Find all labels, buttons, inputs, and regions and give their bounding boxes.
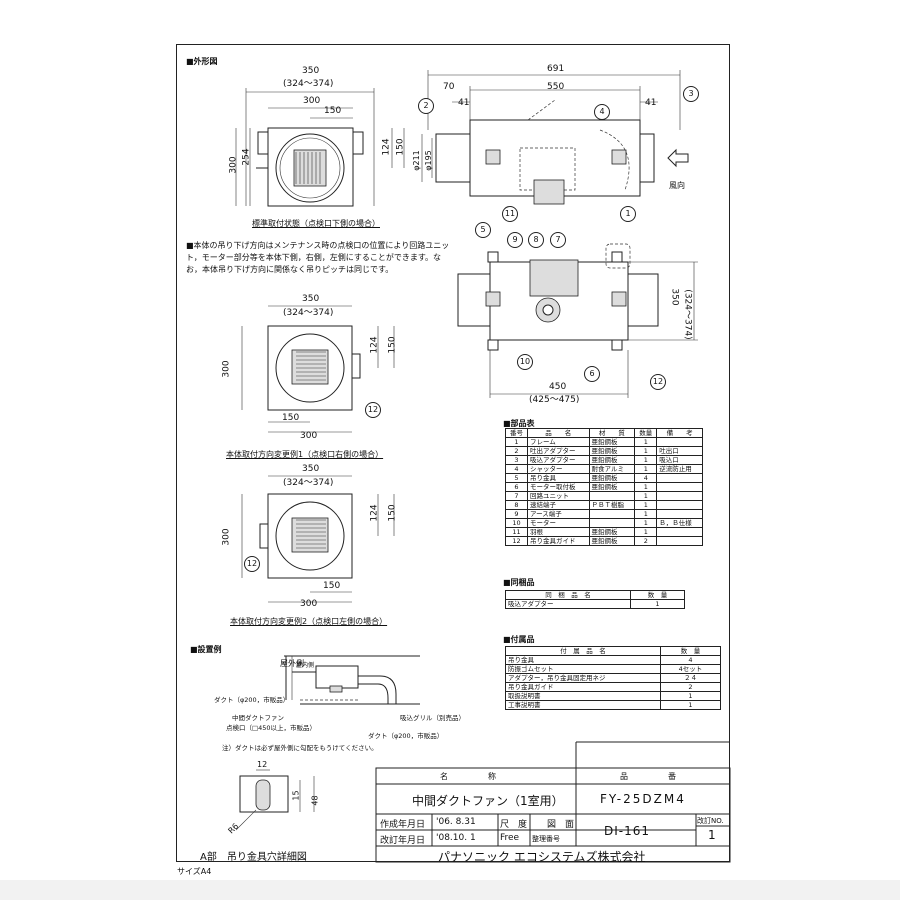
balloon-12-c1: 12 bbox=[365, 402, 381, 418]
balloon-11: 11 bbox=[502, 206, 518, 222]
dim-550: 550 bbox=[547, 82, 565, 92]
part-note bbox=[656, 536, 703, 546]
install-note: 注）ダクトは必ず屋外側に勾配をもうけてください。 bbox=[222, 744, 378, 752]
install-duct2: ダクト（φ200，市販品） bbox=[368, 732, 444, 740]
c1-dim-300h: 300 bbox=[300, 431, 318, 441]
c1-dim-350: 350 bbox=[302, 294, 320, 304]
balloon-8: 8 bbox=[528, 232, 544, 248]
install-grill: 吸込グリル（別売品） bbox=[400, 714, 465, 722]
install-fan: 中間ダクトファン bbox=[232, 714, 284, 722]
tb-drawing-label: 図 面 bbox=[547, 820, 575, 830]
c1-dim-range: (324～374) bbox=[283, 308, 334, 318]
tb-product-name: 中間ダクトファン（1室用） bbox=[412, 794, 564, 808]
balloon-7: 7 bbox=[550, 232, 566, 248]
bottom-strip bbox=[0, 880, 900, 900]
tb-revised-label: 改訂年月日 bbox=[380, 836, 426, 846]
install-outdoor: 屋外側 bbox=[280, 659, 304, 668]
dim-450-range: (425～475) bbox=[529, 395, 580, 405]
change1-caption: 本体取付方向変更例1（点検口右側の場合） bbox=[226, 450, 384, 459]
parts-header-row: 番号 品 名 材 質 数量 備 考 bbox=[505, 428, 703, 438]
tb-drawing-no: DI-161 bbox=[604, 824, 651, 838]
part-qty: 2 bbox=[634, 536, 658, 546]
balloon-9: 9 bbox=[507, 232, 523, 248]
install-heading: ■設置例 bbox=[190, 645, 222, 654]
part-number: 12 bbox=[505, 536, 528, 546]
tb-number-label: 品 番 bbox=[620, 772, 676, 781]
c2-dim-range: (324～374) bbox=[283, 478, 334, 488]
tb-product-number: FY-25DZM4 bbox=[600, 792, 686, 806]
tb-name-label: 名 称 bbox=[440, 772, 496, 781]
tb-rev-value: 1 bbox=[708, 828, 716, 842]
balloon-12-c2: 12 bbox=[244, 556, 260, 572]
balloon-1: 1 bbox=[620, 206, 636, 222]
tb-rev-label: 改訂NO. bbox=[697, 817, 724, 825]
c2-dim-350: 350 bbox=[302, 464, 320, 474]
dim-691: 691 bbox=[547, 64, 565, 74]
dim-41a: 41 bbox=[458, 98, 470, 108]
standard-caption: 標準取付状態（点検口下側の場合） bbox=[252, 219, 380, 228]
tb-register-label: 整理番号 bbox=[532, 835, 560, 843]
outline-heading: ■外形図 bbox=[186, 57, 218, 66]
dim-450: 450 bbox=[549, 382, 567, 392]
tb-scale-value: Free bbox=[500, 833, 520, 843]
size-note: サイズA4 bbox=[177, 867, 212, 876]
bundled-table: 同 梱 品 名 数 量 吸込アダプター 1 bbox=[505, 590, 685, 609]
tb-created-label: 作成年月日 bbox=[380, 820, 426, 830]
balloon-12-top: 12 bbox=[650, 374, 666, 390]
balloon-3: 3 bbox=[683, 86, 699, 102]
detail-caption: A部 吊り金具穴詳細図 bbox=[200, 852, 307, 863]
c1-dim-150h: 150 bbox=[282, 413, 300, 423]
install-indoor: 屋内側 bbox=[296, 662, 315, 669]
install-inspection: 点検口（□450以上，市販品） bbox=[226, 724, 317, 732]
balloon-4: 4 bbox=[594, 104, 610, 120]
dim-350: 350 bbox=[302, 66, 320, 76]
balloon-2: 2 bbox=[418, 98, 434, 114]
c2-dim-150h: 150 bbox=[323, 581, 341, 591]
tb-created-date: '06. 8.31 bbox=[436, 817, 476, 827]
dim-150: 150 bbox=[324, 106, 342, 116]
table-row: 吸込アダプター 1 bbox=[505, 599, 685, 609]
tb-company: パナソニック エコシステムズ株式会社 bbox=[438, 850, 646, 864]
detail-dim-12: 12 bbox=[257, 760, 268, 769]
accessory-qty: 1 bbox=[660, 700, 721, 710]
bundled-heading: ■同梱品 bbox=[503, 578, 535, 587]
bundled-item-qty: 1 bbox=[630, 599, 685, 609]
dim-range: (324～374) bbox=[283, 79, 334, 89]
dim-70: 70 bbox=[443, 82, 455, 92]
parts-heading: ■部品表 bbox=[503, 419, 535, 428]
accessories-heading: ■付属品 bbox=[503, 635, 535, 644]
balloon-5: 5 bbox=[475, 222, 491, 238]
tb-revised-date: '08.10. 1 bbox=[436, 833, 476, 843]
tb-scale-label: 尺 度 bbox=[500, 820, 528, 830]
dim-41b: 41 bbox=[645, 98, 657, 108]
c2-dim-300h: 300 bbox=[300, 599, 318, 609]
dim-300: 300 bbox=[303, 96, 321, 106]
install-duct1: ダクト（φ200，市販品） bbox=[214, 696, 290, 704]
balloon-10: 10 bbox=[517, 354, 533, 370]
change2-caption: 本体取付方向変更例2（点検口左側の場合） bbox=[230, 617, 388, 626]
balloon-6: 6 bbox=[584, 366, 600, 382]
airflow-label: 風向 bbox=[669, 181, 685, 190]
mounting-note: ■本体の吊り下げ方向はメンテナンス時の点検口の位置により回路ユニット，モーター部… bbox=[186, 241, 450, 274]
